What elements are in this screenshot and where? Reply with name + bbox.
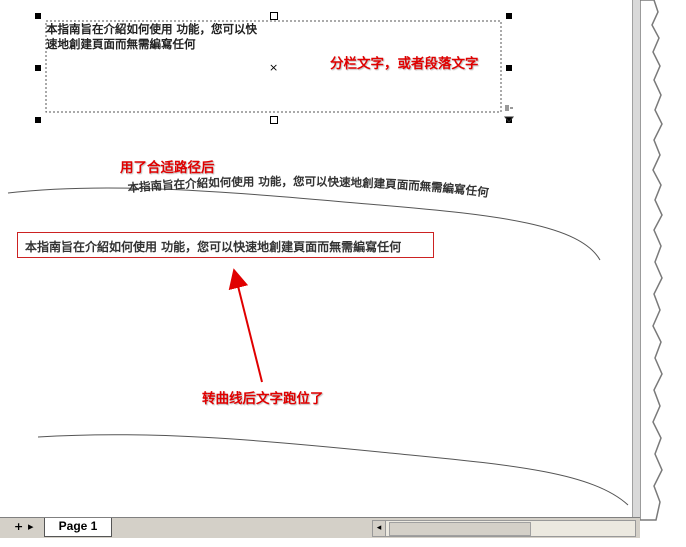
text-on-path[interactable]: 本指南旨在介紹如何使用 功能，您可以快速地創建頁面而無需編寫任何 bbox=[127, 174, 490, 200]
sheet-tab-bar: + ▸ Page 1 ◂ bbox=[0, 517, 640, 547]
drawing-layer: 本指南旨在介紹如何使用 功能，您可以快速地創建頁面而無需編寫任何 bbox=[7, 174, 629, 506]
selection-outline bbox=[45, 20, 502, 113]
handle-middle-right[interactable] bbox=[506, 65, 512, 71]
handle-middle-left[interactable] bbox=[35, 65, 41, 71]
page-nav-icon[interactable]: ▸ bbox=[28, 520, 34, 533]
path-curve-top bbox=[7, 187, 601, 261]
handle-bottom-middle[interactable] bbox=[270, 116, 278, 124]
frame-paragraph-text[interactable]: 本指南旨在介紹如何使用 功能，您可以快速地創建頁面而無需編寫任何 bbox=[46, 22, 258, 51]
selected-text-frame[interactable] bbox=[38, 16, 510, 120]
handle-bottom-left[interactable] bbox=[35, 117, 41, 123]
handle-top-middle[interactable] bbox=[270, 12, 278, 20]
scroll-thumb[interactable] bbox=[389, 522, 531, 536]
document-canvas[interactable]: 本指南旨在介紹如何使用 功能，您可以快速地創建頁面而無需編寫任何 × 分栏文字，… bbox=[0, 0, 632, 517]
horizontal-scrollbar[interactable]: ◂ bbox=[372, 520, 636, 537]
annotation-column-text: 分栏文字，或者段落文字 bbox=[330, 56, 479, 72]
center-marker-icon: × bbox=[269, 61, 279, 74]
torn-edge-right bbox=[640, 0, 663, 521]
red-arrow bbox=[228, 268, 263, 383]
annotation-after-curve: 转曲线后文字跑位了 bbox=[202, 391, 324, 407]
add-page-icon[interactable]: + bbox=[14, 520, 24, 533]
frame-overflow-icon[interactable] bbox=[504, 103, 516, 125]
displaced-text-box[interactable]: 本指南旨在介紹如何使用 功能，您可以快速地創建頁面而無需編寫任何 bbox=[17, 232, 434, 258]
annotation-fit-to-path: 用了合适路径后 bbox=[120, 160, 215, 176]
tab-page-1[interactable]: Page 1 bbox=[44, 518, 112, 537]
vertical-scrollbar[interactable] bbox=[632, 0, 641, 517]
handle-bottom-right[interactable] bbox=[506, 117, 512, 123]
handle-top-left[interactable] bbox=[35, 13, 41, 19]
handle-top-right[interactable] bbox=[506, 13, 512, 19]
scroll-left-icon[interactable]: ◂ bbox=[373, 521, 386, 536]
path-curve-bottom bbox=[37, 434, 629, 506]
